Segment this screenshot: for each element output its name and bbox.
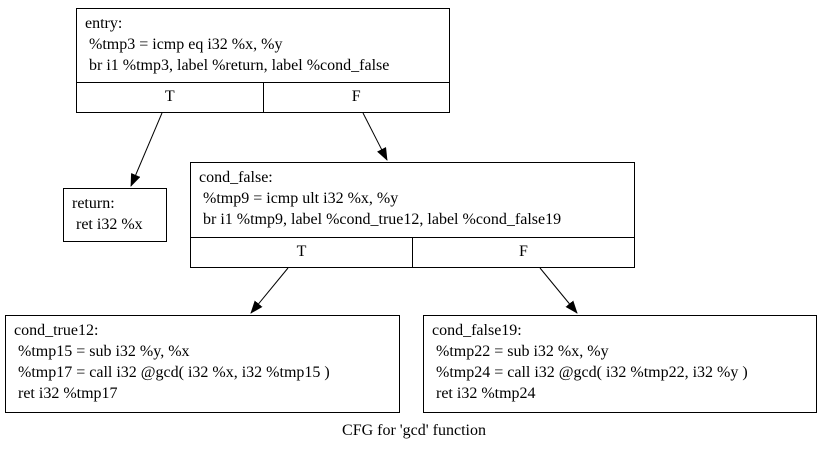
cfg-node-return: return: ret i32 %x [63,188,167,242]
basic-block-code: cond_false: %tmp9 = icmp ult i32 %x, %y … [191,163,634,237]
code-line: ret i32 %tmp17 [14,385,118,402]
basic-block-code: return: ret i32 %x [64,189,166,241]
code-line: %tmp17 = call i32 @gcd( i32 %x, i32 %tmp… [14,364,330,381]
branch-true-cell: T [164,88,175,105]
code-line: %tmp22 = sub i32 %x, %y [432,343,609,360]
branch-false-cell: F [262,83,450,112]
basic-block-code: cond_true12: %tmp15 = sub i32 %y, %x %tm… [6,316,399,412]
code-line: %tmp9 = icmp ult i32 %x, %y [199,190,399,207]
graph-caption: CFG for 'gcd' function [342,422,486,439]
edge-entry-true-return [130,112,163,187]
code-line: %tmp24 = call i32 @gcd( i32 %tmp22, i32 … [432,364,748,381]
cfg-node-cond_false19: cond_false19: %tmp22 = sub i32 %x, %y %t… [423,315,817,413]
cfg-node-entry: entry: %tmp3 = icmp eq i32 %x, %y br i1 … [76,8,450,113]
code-line: ret i32 %x [72,216,143,233]
edge-cond_false-true-cond_true12 [250,267,289,314]
branch-true-cell: T [296,243,307,260]
block-label: cond_true12: [14,322,99,339]
cfg-node-cond_true12: cond_true12: %tmp15 = sub i32 %y, %x %tm… [5,315,400,413]
basic-block-code: cond_false19: %tmp22 = sub i32 %x, %y %t… [424,316,816,412]
block-label: return: [72,195,115,212]
code-line: ret i32 %tmp24 [432,385,536,402]
code-line: %tmp3 = icmp eq i32 %x, %y [85,36,283,53]
block-label: entry: [85,15,123,32]
branch-row: T F [77,82,449,112]
code-line: br i1 %tmp3, label %return, label %cond_… [85,57,390,74]
edge-entry-false-cond_false [362,112,388,161]
branch-row: T F [191,237,634,267]
cfg-node-cond_false: cond_false: %tmp9 = icmp ult i32 %x, %y … [190,162,635,268]
branch-false-cell: F [412,238,634,267]
basic-block-code: entry: %tmp3 = icmp eq i32 %x, %y br i1 … [77,9,449,82]
edge-cond_false-false-cond_false19 [539,267,578,314]
block-label: cond_false: [199,169,273,186]
code-line: br i1 %tmp9, label %cond_true12, label %… [199,211,562,228]
code-line: %tmp15 = sub i32 %y, %x [14,343,190,360]
block-label: cond_false19: [432,322,522,339]
